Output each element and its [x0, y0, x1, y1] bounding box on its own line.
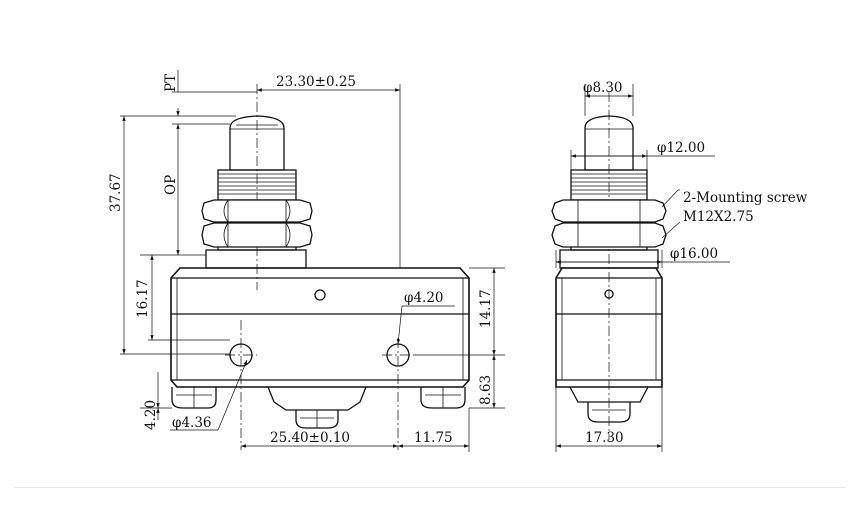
front-view — [120, 70, 505, 452]
switch-body — [170, 267, 470, 388]
dim-plunger-dia: φ8.30 — [583, 80, 623, 96]
labels: PT OP 23.30±0.25 37.67 16.17 14.17 φ4.20… — [108, 74, 808, 446]
dim-width: 17.30 — [585, 430, 624, 446]
dim-nut-dia: φ16.00 — [670, 246, 718, 262]
dim-body-height-left: 16.17 — [135, 279, 151, 318]
terminals — [171, 386, 466, 429]
note-mounting-screw: 2-Mounting screw — [683, 190, 808, 206]
dim-bottom-offset: 4.20 — [143, 400, 159, 430]
label-pt: PT — [163, 74, 179, 92]
front-dimensions — [120, 70, 505, 452]
dim-plunger-offset: 23.30±0.25 — [276, 74, 356, 90]
dim-hole-height: 8.63 — [478, 375, 494, 405]
mounting-nut-lower — [201, 222, 313, 248]
dim-hole-spacing: 25.40±0.10 — [270, 430, 350, 446]
dim-mount-hole: φ4.36 — [172, 415, 212, 431]
note-thread-spec: M12X2.75 — [683, 209, 754, 225]
mounting-nut-upper — [201, 199, 313, 223]
dim-right-edge: 11.75 — [414, 430, 453, 446]
dim-thread-dia: φ12.00 — [657, 140, 705, 156]
side-view — [551, 84, 730, 452]
dim-body-height-right: 14.17 — [478, 289, 494, 328]
label-op: OP — [163, 175, 179, 195]
dim-hole-dia: φ4.20 — [404, 290, 444, 306]
bottom-divider — [14, 487, 846, 488]
plunger — [229, 115, 285, 171]
dim-total-height: 37.67 — [108, 173, 124, 212]
